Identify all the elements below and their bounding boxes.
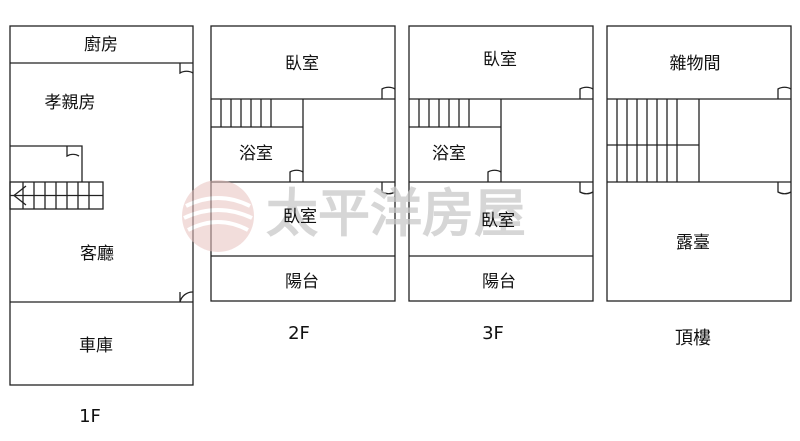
floor-labels: 1F 2F 3F 頂樓 [79, 323, 711, 427]
floor-roof-walls [606, 25, 792, 302]
floor-label-2f: 2F [288, 323, 310, 344]
floor-1f-walls [9, 25, 194, 386]
room-label: 臥室 [285, 54, 319, 74]
floor-2f-walls [210, 25, 396, 302]
floor-label-3f: 3F [482, 323, 504, 344]
room-label: 陽台 [285, 272, 319, 292]
watermark: 太平洋房屋 [182, 180, 526, 252]
room-label: 雜物間 [670, 54, 721, 74]
room-label: 露臺 [676, 233, 710, 253]
room-label: 臥室 [483, 50, 517, 70]
room-label: 陽台 [482, 272, 516, 292]
watermark-logo-icon [182, 180, 254, 252]
room-label: 臥室 [481, 211, 515, 231]
room-label: 孝親房 [45, 93, 96, 113]
room-label: 浴室 [239, 144, 273, 164]
watermark-text: 太平洋房屋 [266, 184, 526, 245]
room-label: 車庫 [79, 336, 113, 356]
room-label: 廚房 [84, 34, 118, 55]
room-label: 浴室 [432, 144, 466, 164]
floor-3f-walls [408, 25, 594, 302]
floor-label-1f: 1F [79, 406, 101, 427]
room-labels: 廚房 孝親房 客廳 車庫 臥室 浴室 臥室 陽台 臥室 浴室 臥室 陽台 雜物間… [45, 34, 721, 356]
room-label: 臥室 [283, 207, 317, 227]
room-label: 客廳 [80, 244, 114, 264]
floor-label-roof: 頂樓 [675, 328, 711, 349]
